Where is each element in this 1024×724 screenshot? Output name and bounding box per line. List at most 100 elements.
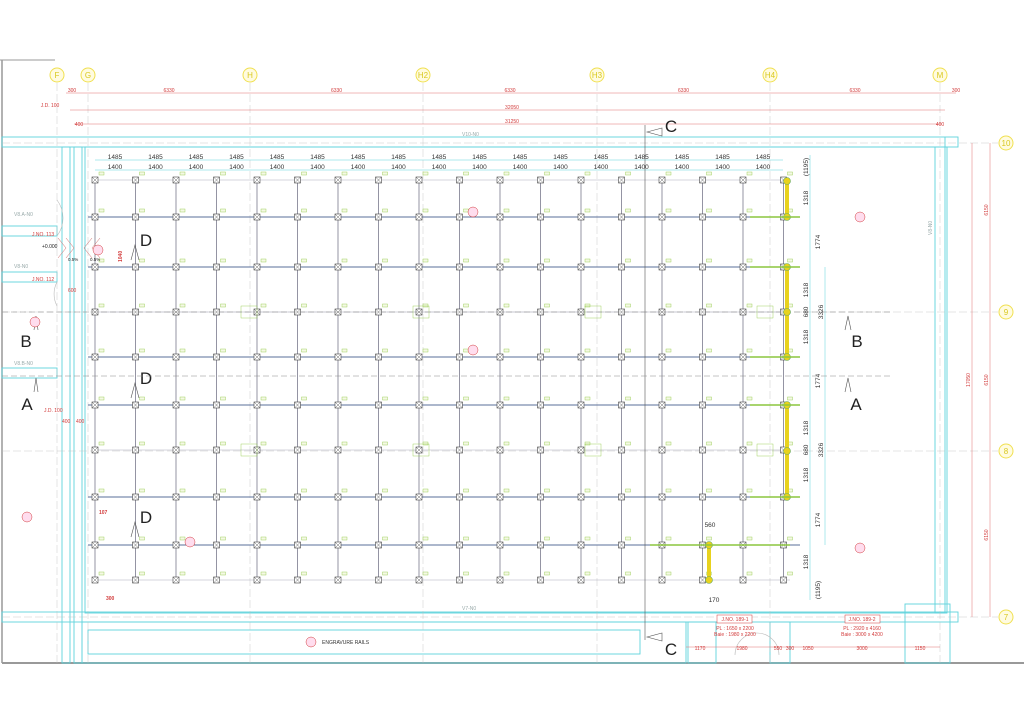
jd-mark: J.D. 100 bbox=[44, 408, 63, 414]
fixture-tag bbox=[544, 396, 550, 401]
post-cross-icon bbox=[699, 176, 706, 184]
post-cross-icon bbox=[618, 446, 625, 454]
post-cross-icon bbox=[172, 446, 180, 454]
post-cross-icon bbox=[496, 576, 504, 584]
post-cross-icon bbox=[91, 176, 99, 184]
fixture-tag bbox=[382, 208, 388, 213]
post-cross-icon bbox=[537, 353, 544, 361]
vertical-dimension: 1318 bbox=[803, 467, 810, 482]
vertical-dimension: 1318 bbox=[803, 282, 810, 297]
post-cross-icon bbox=[294, 576, 301, 584]
axis-bubble bbox=[415, 67, 431, 83]
fixture-tag bbox=[706, 258, 712, 263]
dimension-label: 6330 bbox=[504, 88, 515, 94]
post-cross-icon bbox=[172, 576, 180, 584]
post-cross-icon bbox=[577, 446, 585, 454]
axis-label: H4 bbox=[765, 71, 776, 80]
axis-label: 10 bbox=[1002, 139, 1011, 148]
axis-bubble bbox=[998, 304, 1014, 320]
dimension-label: J.D. 100 bbox=[41, 103, 60, 109]
fixture-tag bbox=[139, 571, 145, 576]
fixture-tag bbox=[341, 571, 348, 576]
post-cross-icon bbox=[253, 176, 261, 184]
fixture-tag bbox=[706, 536, 712, 541]
post-cross-icon bbox=[415, 576, 423, 584]
fixture-tag bbox=[787, 396, 793, 401]
post-cross-icon bbox=[415, 213, 423, 221]
post-cross-icon bbox=[213, 308, 220, 316]
svg-text:PL : 1650 x 2200: PL : 1650 x 2200 bbox=[716, 626, 754, 632]
fixture-tag bbox=[746, 303, 753, 308]
detail-callouts bbox=[21, 206, 866, 554]
post-cross-icon bbox=[213, 446, 220, 454]
fixture-tag bbox=[301, 208, 307, 213]
fixture-tag bbox=[544, 303, 550, 308]
fixture-tag bbox=[463, 488, 469, 493]
fixture-tag bbox=[746, 536, 753, 541]
post-width-dim: 170 bbox=[709, 597, 720, 604]
post-cross-icon bbox=[618, 353, 625, 361]
dimension-label: 400 bbox=[936, 122, 945, 128]
post-cross-icon bbox=[739, 353, 747, 361]
post-cross-icon bbox=[739, 263, 747, 271]
axis-bubble bbox=[80, 67, 96, 83]
bay-inner-dim: 1400 bbox=[391, 164, 406, 171]
bay-outer-dim: 1485 bbox=[513, 154, 528, 161]
fixture-tag bbox=[665, 396, 672, 401]
post-cross-icon bbox=[658, 263, 666, 271]
fixture-tag bbox=[98, 571, 105, 576]
fixture-tag bbox=[422, 171, 429, 176]
bay-outer-dim: 1485 bbox=[634, 154, 649, 161]
fixture-tag bbox=[787, 258, 793, 263]
axis-label: G bbox=[85, 71, 91, 80]
post-cross-icon bbox=[618, 213, 625, 221]
vertical-dimension: 1318 bbox=[803, 329, 810, 344]
fixture-tag bbox=[422, 348, 429, 353]
axis-bubble bbox=[589, 67, 605, 83]
fixture-tag bbox=[179, 571, 186, 576]
vertical-dimension: 1774 bbox=[815, 373, 822, 388]
post-cross-icon bbox=[618, 308, 625, 316]
post-cross-icon bbox=[658, 401, 666, 409]
post-cross-icon bbox=[132, 353, 139, 361]
fixture-tag bbox=[584, 348, 591, 353]
svg-text:Baie : 3000 x 4200: Baie : 3000 x 4200 bbox=[841, 632, 883, 638]
dimension-label: 6330 bbox=[331, 88, 342, 94]
post-cross-icon bbox=[213, 176, 220, 184]
bay-outer-dim: 1485 bbox=[310, 154, 325, 161]
post-cross-icon bbox=[618, 176, 625, 184]
post-cross-icon bbox=[739, 176, 747, 184]
post-cross-icon bbox=[537, 493, 544, 501]
dimension-label: 1050 bbox=[802, 646, 813, 652]
post-cross-icon bbox=[91, 401, 99, 409]
vertical-dimension: 3326 bbox=[818, 442, 825, 457]
fixture-tag bbox=[341, 396, 348, 401]
fixture-tag bbox=[341, 536, 348, 541]
post-cross-icon bbox=[253, 493, 261, 501]
fixture-tag bbox=[220, 396, 226, 401]
post-cross-icon bbox=[334, 176, 342, 184]
post-cross-icon bbox=[213, 576, 220, 584]
post-cross-icon bbox=[699, 213, 706, 221]
fixture-tag bbox=[179, 258, 186, 263]
fixture-tag bbox=[463, 348, 469, 353]
post-cross-icon bbox=[456, 308, 463, 316]
post-cross-icon bbox=[496, 541, 504, 549]
post-cross-icon bbox=[294, 213, 301, 221]
post-cross-icon bbox=[375, 401, 382, 409]
fixture-tag bbox=[625, 441, 631, 446]
highlighted-beam bbox=[785, 181, 789, 217]
axis-label: H3 bbox=[592, 71, 603, 80]
dimension-label: 1150 bbox=[915, 646, 926, 652]
post-cross-icon bbox=[172, 213, 180, 221]
fixture-tag bbox=[301, 348, 307, 353]
section-d-label: D bbox=[140, 508, 152, 527]
post-cross-icon bbox=[91, 493, 99, 501]
bay-inner-dim: 1400 bbox=[553, 164, 568, 171]
post-cross-icon bbox=[456, 176, 463, 184]
post-cross-icon bbox=[172, 401, 180, 409]
post-cross-icon bbox=[294, 308, 301, 316]
fixture-tag bbox=[544, 208, 550, 213]
fixture-tag bbox=[584, 571, 591, 576]
